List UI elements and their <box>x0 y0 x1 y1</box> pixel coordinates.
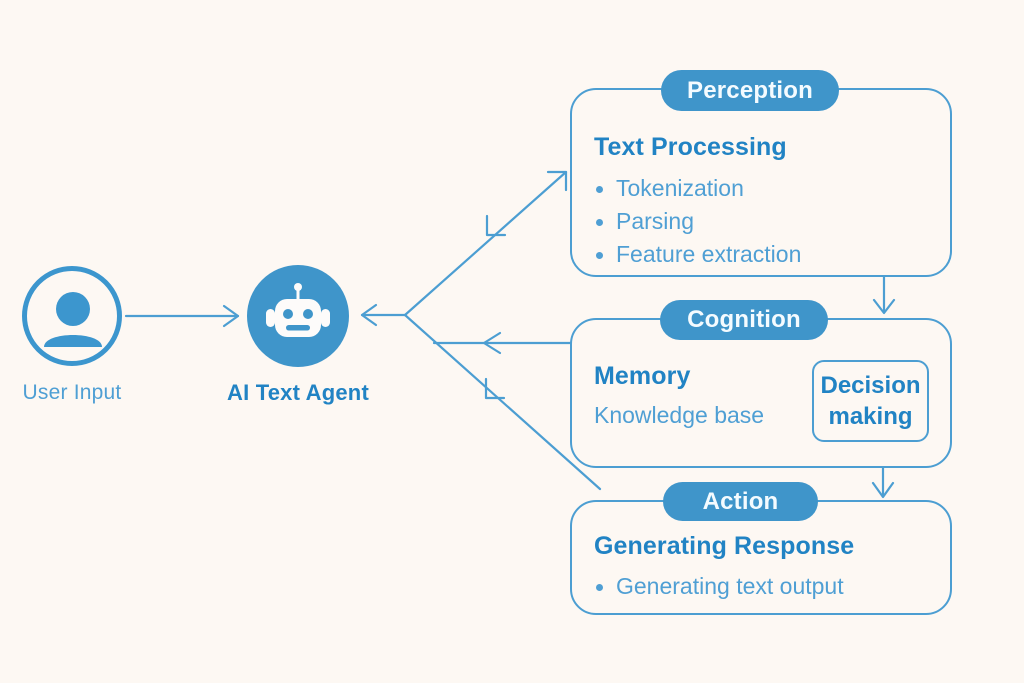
connector-perception-to-cognition <box>872 275 896 315</box>
stage-pill-cognition[interactable]: Cognition <box>660 300 828 340</box>
action-bullet-list: Generating text output <box>594 570 844 603</box>
stage-pill-perception[interactable]: Perception <box>661 70 839 111</box>
connector-hub-to-agent <box>360 303 407 327</box>
cognition-subtitle: Knowledge base <box>594 402 765 428</box>
decision-making-box[interactable]: Decision making <box>812 360 929 442</box>
action-heading: Generating Response <box>594 532 855 560</box>
ai-agent-avatar <box>247 265 349 367</box>
user-avatar <box>22 266 122 366</box>
decision-making-line-2: making <box>828 403 913 430</box>
ai-agent-label: AI Text Agent <box>227 380 369 405</box>
list-item: Parsing <box>594 205 801 238</box>
user-input-label: User Input <box>22 381 122 404</box>
stage-pill-cognition-label: Cognition <box>687 306 801 333</box>
perception-bullet-list: Tokenization Parsing Feature extraction <box>594 172 801 271</box>
stage-pill-action[interactable]: Action <box>663 482 818 521</box>
connector-cognition-to-hub <box>432 331 572 355</box>
stage-box-perception <box>570 88 952 277</box>
robot-icon <box>266 283 330 337</box>
decision-making-line-1: Decision <box>820 372 921 399</box>
perception-heading: Text Processing <box>594 133 787 161</box>
stage-pill-action-label: Action <box>702 487 779 515</box>
list-item: Feature extraction <box>594 238 801 271</box>
user-avatar-icon <box>44 292 102 347</box>
connector-user-to-agent <box>124 304 240 328</box>
stage-pill-perception-label: Perception <box>686 76 814 104</box>
connector-hub-to-perception <box>403 170 568 317</box>
list-item: Tokenization <box>594 172 801 205</box>
list-item: Generating text output <box>594 570 844 603</box>
cognition-heading: Memory <box>594 362 691 390</box>
